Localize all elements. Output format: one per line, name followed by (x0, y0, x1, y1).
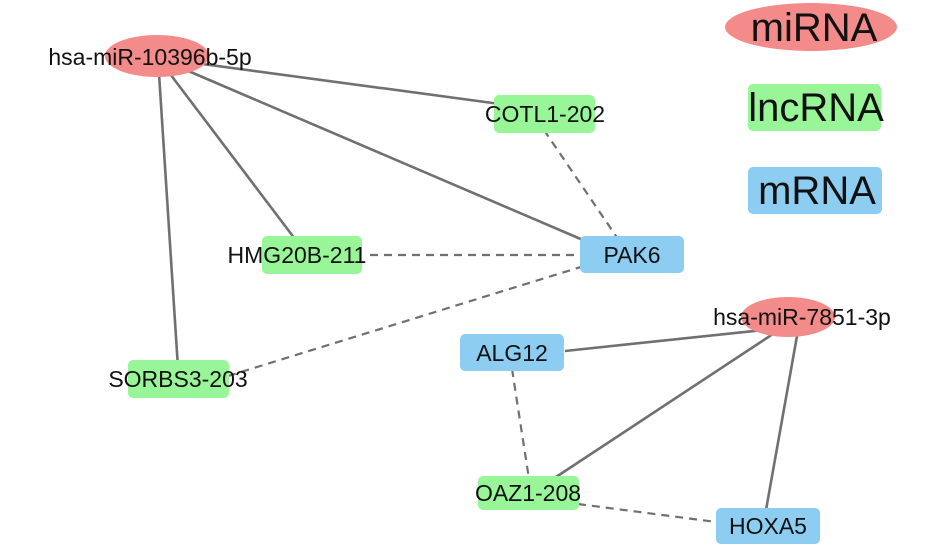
edge-mir7851-oaz1 (552, 326, 783, 481)
edge-sorbs3-pak6 (227, 264, 585, 378)
legend-mrna-swatch (748, 167, 882, 214)
mirna-node-shape[interactable] (741, 297, 835, 337)
edge-mir10396b-sorbs3 (156, 57, 180, 369)
edge-mir7851-hoxa5 (764, 335, 799, 511)
node-label-layer: hsa-miR-10396b-5p hsa-miR-7851-3p COTL1-… (48, 44, 890, 539)
mirna-node-shape[interactable] (105, 35, 209, 77)
lncrna-node-shape[interactable] (128, 360, 229, 398)
edge-cotl1-pak6 (543, 129, 619, 240)
lncrna-node-shape[interactable] (494, 95, 595, 133)
edge-mir10396b-pak6 (157, 56, 591, 245)
edge-oaz1-hoxa5 (577, 502, 717, 524)
node-shape-layer (105, 35, 835, 544)
node-label-alg12: ALG12 (476, 340, 548, 366)
mrna-node-shape[interactable] (716, 508, 820, 544)
node-label-hoxa5: HOXA5 (729, 513, 807, 539)
node-label-cotl1: COTL1-202 (485, 101, 605, 127)
node-label-mir10396b: hsa-miR-10396b-5p (48, 44, 251, 70)
lncrna-node-shape[interactable] (478, 476, 579, 510)
mrna-node-shape[interactable] (580, 236, 684, 273)
legend-lncrna-swatch (748, 84, 881, 131)
edge-mir10396b-cotl1 (157, 56, 501, 106)
node-label-oaz1: OAZ1-208 (475, 480, 581, 506)
node-label-mir7851: hsa-miR-7851-3p (713, 304, 891, 330)
edge-mir10396b-hmg20b (156, 57, 300, 244)
edge-layer (156, 56, 799, 524)
edge-mir7851-alg12 (564, 326, 783, 353)
legend-mirna-swatch (725, 3, 897, 51)
node-label-hmg20b: HMG20B-211 (228, 242, 367, 268)
legend-mirna-label: miRNA (751, 6, 878, 50)
edge-alg12-oaz1 (510, 368, 531, 480)
legend-lncrna-label: lncRNA (748, 86, 884, 130)
legend-mrna-label: mRNA (758, 169, 876, 213)
node-label-pak6: PAK6 (603, 242, 660, 268)
legend: miRNA lncRNA mRNA (725, 3, 897, 214)
lncrna-node-shape[interactable] (262, 236, 362, 274)
mrna-node-shape[interactable] (460, 334, 564, 371)
node-label-sorbs3: SORBS3-203 (108, 366, 247, 392)
